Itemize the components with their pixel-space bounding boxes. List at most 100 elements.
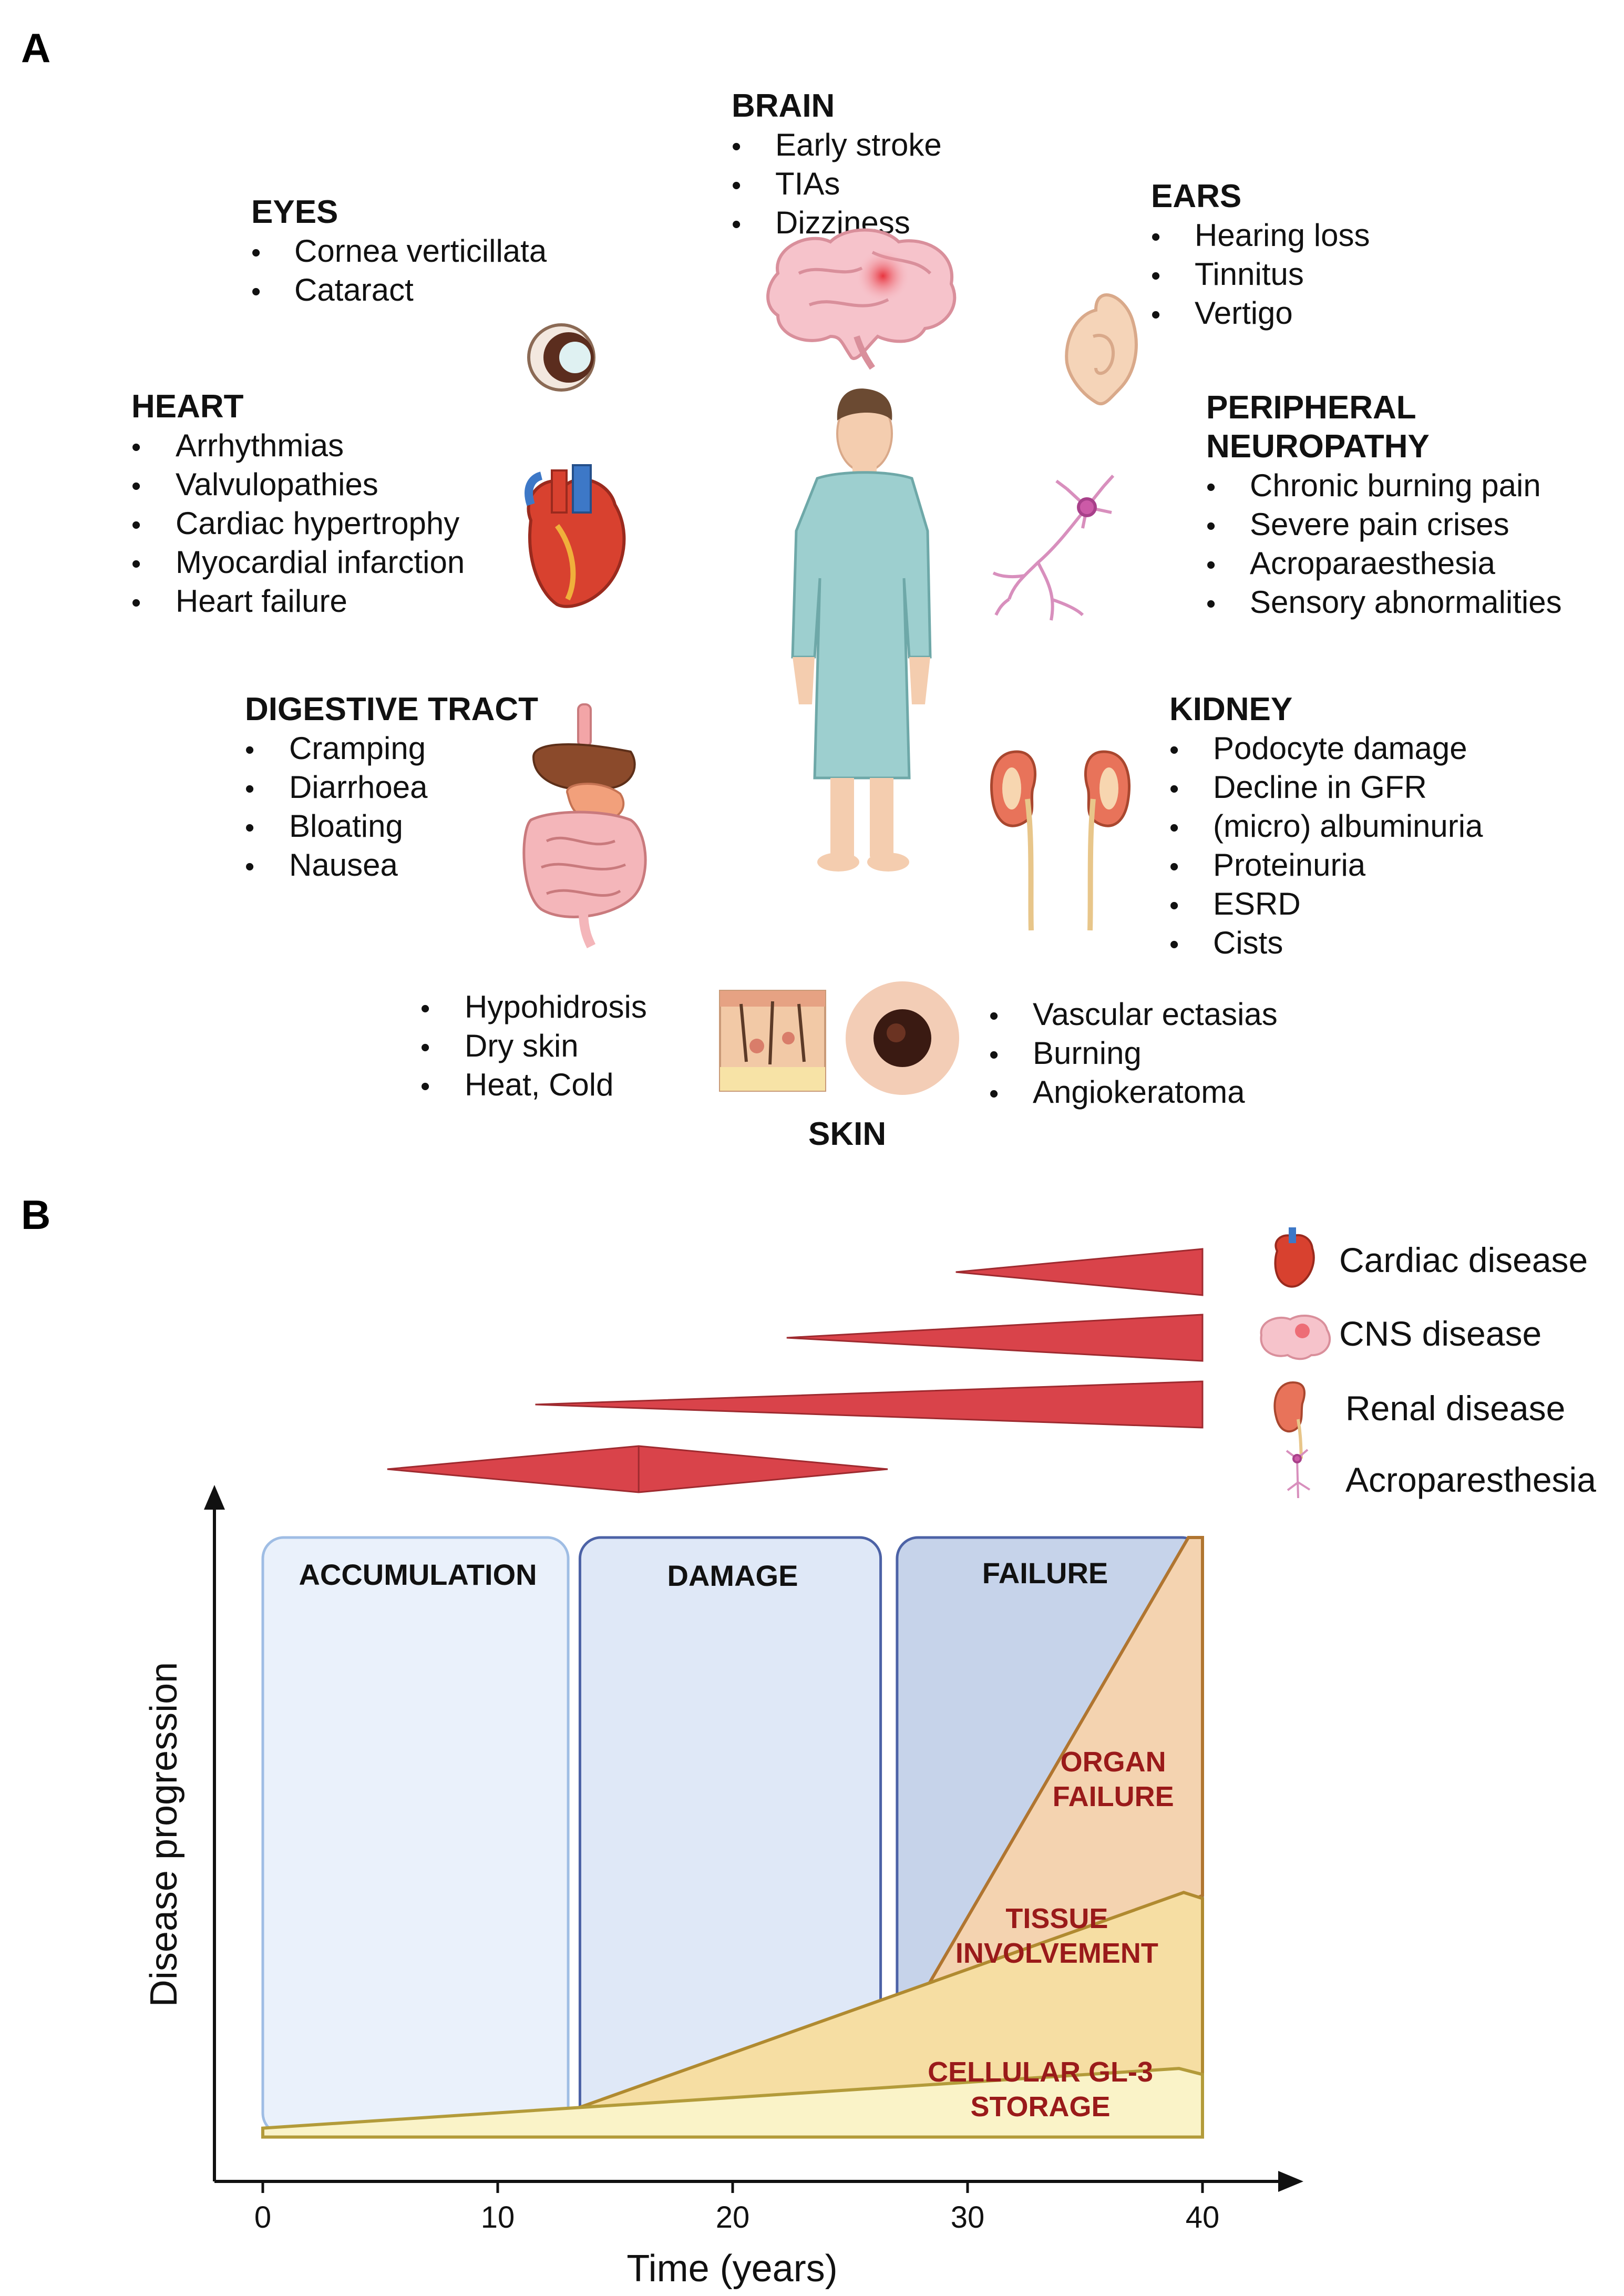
organ-failure-label: ORGAN [1061,1746,1166,1778]
neuropathy-title: NEUROPATHY [1206,428,1430,465]
bullet: • [1169,929,1179,960]
bullet: • [420,1071,430,1102]
ears-item: Vertigo [1195,295,1293,331]
bullet: • [1206,511,1216,541]
digestive-icon [522,703,647,949]
neuropathy-item: Severe pain crises [1250,507,1509,542]
ears-section: EARS • Hearing loss • Tinnitus • Vertigo [1151,178,1370,331]
neuropathy-title: PERIPHERAL [1206,390,1416,426]
bullet: • [131,549,141,579]
phase-label: FAILURE [982,1556,1108,1590]
axes [204,1485,1303,2192]
y-axis-label: Disease progression [143,1662,185,2007]
kidney-item: ESRD [1213,886,1301,921]
bullet: • [245,774,254,804]
bullet: • [732,209,741,240]
skin-item: Heat, Cold [465,1067,613,1102]
kidney-item: (micro) albuminuria [1213,808,1483,844]
bullet: • [251,238,261,268]
legend-label: Cardiac disease [1339,1241,1588,1279]
bullet: • [989,1001,999,1031]
bullet: • [1151,222,1160,252]
bullet: • [245,852,254,882]
skin-item: Angiokeratoma [1033,1074,1245,1110]
kidney-section: KIDNEY • Podocyte damage • Decline in GF… [1169,691,1483,960]
bullet: • [245,813,254,843]
panel-b-label: B [21,1192,50,1238]
bullet: • [1206,472,1216,503]
x-tick-label: 30 [951,2200,985,2234]
eye-icon [527,323,595,392]
legend-label: Renal disease [1345,1389,1565,1428]
heart-item: Myocardial infarction [176,545,465,580]
bullet: • [1169,890,1179,921]
skin-item: Hypohidrosis [465,989,647,1024]
eyes-item: Cataract [294,272,414,308]
x-axis-arrow [1278,2171,1303,2192]
ears-item: Hearing loss [1195,218,1370,253]
neuropathy-item: Sensory abnormalities [1250,585,1562,620]
bullet: • [1169,774,1179,804]
legend-renal-icon [1273,1381,1306,1459]
neuropathy-section: PERIPHERAL NEUROPATHY • Chronic burning … [1206,390,1562,620]
bullet: • [1206,550,1216,580]
heart-icon [525,464,626,608]
acroparesthesia-wedge [387,1445,888,1493]
bullet: • [1151,261,1160,291]
kidney-item: Decline in GFR [1213,770,1427,805]
tissue-involvement-label: INVOLVEMENT [955,1938,1158,1969]
eyes-item: Cornea verticillata [294,233,547,269]
skin-section: • Hypohidrosis • Dry skin • Heat, Cold •… [420,989,1278,1152]
bullet: • [131,432,141,463]
phase-label: DAMAGE [667,1559,798,1592]
brain-section: BRAIN • Early stroke • TIAs • Dizziness [732,88,942,240]
brain-icon [766,228,957,370]
digestive-item: Diarrhoea [289,770,428,805]
bullet: • [1169,735,1179,765]
digestive-item: Nausea [289,847,398,883]
ears-item: Tinnitus [1195,257,1304,292]
kidneys-icon [990,750,1131,931]
bullet: • [1169,813,1179,843]
bullet: • [131,471,141,501]
skin-item: Dry skin [465,1028,579,1063]
bullet: • [732,131,741,162]
patient-figure [791,388,932,872]
kidney-item: Podocyte damage [1213,731,1467,766]
bullet: • [989,1040,999,1070]
legend: Cardiac disease CNS disease Renal diseas… [1260,1227,1596,1499]
brain-item: TIAs [775,166,840,201]
brain-item: Early stroke [775,127,942,162]
digestive-item: Cramping [289,731,426,766]
accumulation-phase [261,1536,570,2136]
cellular-storage-label: CELLULAR GL-3 [928,2056,1153,2088]
bullet: • [420,993,430,1024]
digestive-title: DIGESTIVE TRACT [245,691,538,727]
legend-label: Acroparesthesia [1345,1460,1596,1499]
heart-item: Valvulopathies [176,467,378,502]
brain-title: BRAIN [732,88,835,124]
neuropathy-item: Chronic burning pain [1250,468,1541,503]
bullet: • [131,510,141,540]
kidney-item: Cists [1213,925,1283,960]
eyes-title: EYES [251,194,338,230]
kidney-title: KIDNEY [1169,691,1292,727]
x-tick-label: 10 [481,2200,515,2234]
bullet: • [245,735,254,765]
cellular-storage-label: STORAGE [971,2091,1111,2123]
bullet: • [1151,300,1160,330]
skin-title: SKIN [808,1116,886,1152]
bullet: • [732,170,741,201]
symptom-wedges [387,1248,1204,1493]
phase-label: ACCUMULATION [299,1558,537,1591]
x-tick-label: 40 [1186,2200,1220,2234]
cellular-storage-layer [261,2067,1204,2139]
legend-label: CNS disease [1339,1314,1541,1353]
eyes-section: EYES • Cornea verticillata • Cataract [251,194,547,308]
digestive-item: Bloating [289,808,403,844]
bullet: • [420,1032,430,1063]
y-axis-arrow [204,1485,225,1510]
